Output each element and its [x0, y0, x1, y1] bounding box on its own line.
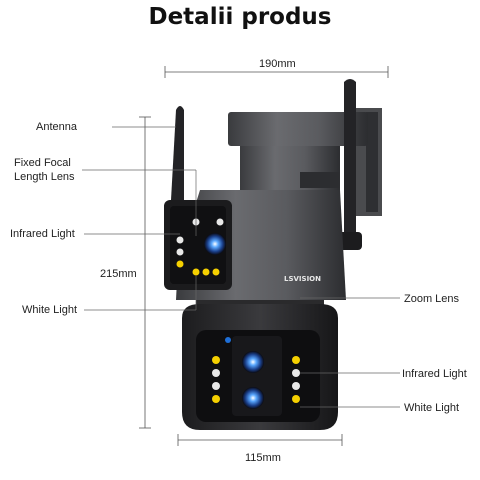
brand-logo: LSVISION	[284, 275, 321, 283]
label-infrared-left: Infrared Light	[10, 228, 75, 240]
label-fixed-focal-1: Fixed Focal	[14, 157, 71, 169]
width-bottom-label: 115mm	[245, 452, 281, 464]
label-antenna: Antenna	[36, 121, 77, 133]
label-zoom-lens: Zoom Lens	[404, 293, 460, 305]
label-fixed-focal-2: Length Lens	[14, 171, 75, 183]
width-top-label: 190mm	[259, 58, 296, 70]
lower-housing	[182, 304, 338, 430]
height-label: 215mm	[100, 268, 137, 280]
antenna-left	[170, 106, 184, 218]
label-white-right: White Light	[404, 402, 460, 414]
upper-housing: LSVISION	[164, 190, 346, 300]
page-title: Detalii produs	[148, 4, 332, 30]
label-white-left: White Light	[22, 304, 78, 316]
leader-lines	[82, 126, 400, 408]
dimension-lines	[139, 66, 389, 446]
label-infrared-right: Infrared Light	[402, 368, 467, 380]
